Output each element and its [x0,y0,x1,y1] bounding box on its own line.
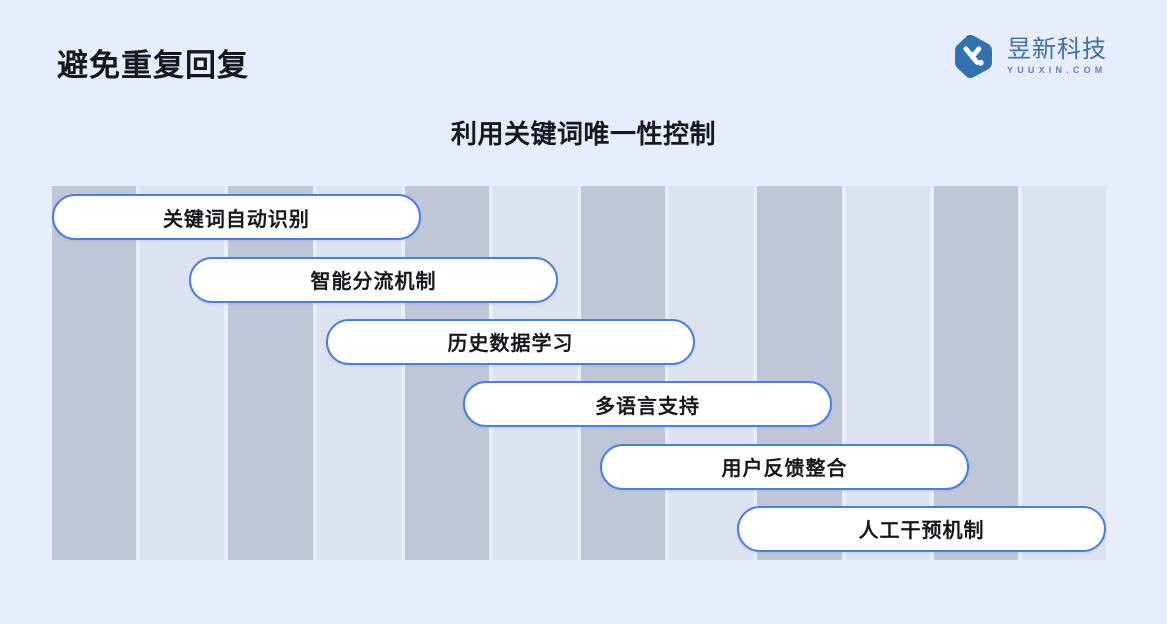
chart-bars: 关键词自动识别智能分流机制历史数据学习多语言支持用户反馈整合人工干预机制 [52,186,1106,560]
brand-logo: 昱新科技 YUUXIN.COM [951,34,1107,79]
bar-chart: 关键词自动识别智能分流机制历史数据学习多语言支持用户反馈整合人工干预机制 [52,186,1107,560]
brand-text: 昱新科技 YUUXIN.COM [1007,38,1107,75]
grid-band [1021,186,1107,560]
grid-band [316,186,401,560]
grid-band [52,186,137,560]
bar-label: 历史数据学习 [447,333,574,356]
bar-item[interactable]: 多语言支持 [463,381,832,428]
grid-band [140,186,225,560]
brand-domain: YUUXIN.COM [1007,65,1107,75]
grid-band [933,186,1018,560]
bar-label: 人工干预机制 [858,520,985,543]
bar-label: 关键词自动识别 [162,208,310,231]
bar-label: 智能分流机制 [310,271,437,293]
hexagon-x-logo-icon [955,34,992,79]
grid-band [757,186,842,560]
bar-label: 用户反馈整合 [721,458,848,480]
grid-band [492,186,578,560]
bar-item[interactable]: 人工干预机制 [737,505,1106,552]
bar-item[interactable]: 用户反馈整合 [600,443,969,490]
bar-item[interactable]: 智能分流机制 [189,256,558,303]
grid-band [845,186,930,560]
grid-band [581,186,666,560]
page-title: 避免重复回复 [57,48,249,83]
bar-item[interactable]: 关键词自动识别 [52,194,421,241]
chart-title: 利用关键词唯一性控制 [450,119,716,149]
chart-gridlines [52,186,1107,560]
grid-band [404,186,489,560]
grid-band [669,186,754,560]
grid-band [228,186,313,560]
bar-item[interactable]: 历史数据学习 [326,318,695,365]
bar-label: 多语言支持 [594,395,700,418]
brand-name: 昱新科技 [1007,36,1107,63]
